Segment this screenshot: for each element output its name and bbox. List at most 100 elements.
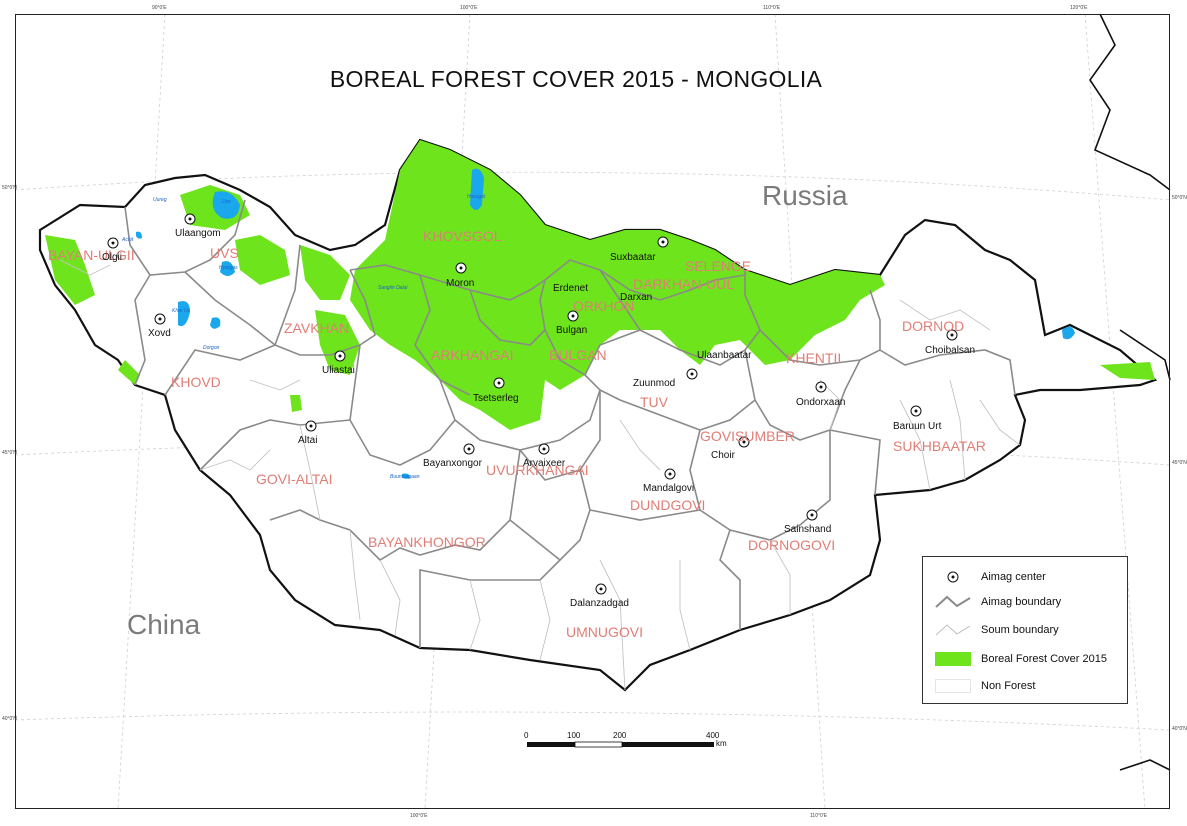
center-suxbaatar — [657, 236, 669, 248]
aimag-label-arkhangai: ARKHANGAI — [431, 347, 514, 363]
legend-label-forest: Boreal Forest Cover 2015 — [981, 653, 1107, 665]
aimag-label-bayan-ulgii: BAYAN-ULGII — [48, 247, 135, 263]
center-xovd — [154, 313, 166, 325]
legend: Aimag center Aimag boundary Soum boundar… — [922, 556, 1128, 704]
lake-label-achit: Achit — [122, 237, 134, 243]
legend-label-aimag-boundary: Aimag boundary — [981, 596, 1062, 608]
aimag-boundary-icon — [935, 594, 971, 610]
country-label-china: China — [127, 609, 201, 640]
scale-tick-100: 100 — [567, 731, 581, 740]
center-mandalgovi — [664, 468, 676, 480]
center-baruun-urt — [910, 405, 922, 417]
city-label-dalanzadgad: Dalanzadgad — [570, 598, 629, 609]
city-label-bayanxongor: Bayanxongor — [423, 458, 482, 469]
center-choibalsan — [946, 329, 958, 341]
scale-bar — [527, 741, 714, 748]
lakes — [136, 168, 1075, 479]
neighbour-borders — [1089, 13, 1171, 771]
city-label-xovd: Xovd — [148, 328, 171, 339]
city-label-arvaixeer: Arvaixeer — [523, 458, 566, 469]
center-ondorxaan — [815, 381, 827, 393]
aimag-label-uvs: UVS — [210, 245, 239, 261]
city-label-mandalgovi: Mandalgovi — [643, 483, 695, 494]
city-label-sainshand: Sainshand — [784, 524, 832, 535]
city-label-choibalsan: Choibalsan — [925, 345, 976, 356]
aimag-label-dornod: DORNOD — [902, 318, 965, 334]
city-label-ondorxaan: Ondorxaan — [796, 397, 846, 408]
aimag-label-sukhbaatar: SUKHBAATAR — [893, 438, 986, 454]
scale-unit: km — [716, 739, 727, 748]
aimag-center-icon — [935, 569, 971, 585]
city-label-tsetserleg: Tsetserleg — [473, 393, 519, 404]
center-tsetserleg — [493, 377, 505, 389]
graticule-bottom-100e: 100°0'E — [410, 813, 428, 819]
legend-label-aimag-center: Aimag center — [981, 571, 1046, 583]
graticule-right-50n: 50°0'N — [1172, 195, 1187, 201]
scale-tick-400: 400 — [706, 731, 720, 740]
aimag-label-dundgovi: DUNDGOVI — [630, 497, 706, 513]
graticule-left-50n: 50°0'N — [2, 185, 17, 191]
center-altai — [305, 420, 317, 432]
center-bayanxongor — [463, 443, 475, 455]
center-moron — [455, 262, 467, 274]
legend-row-non-forest: Non Forest — [935, 676, 1035, 696]
aimag-label-govisumber: GOVISUMBER — [700, 428, 795, 444]
lake-label-uvs: Uvs — [222, 199, 231, 205]
legend-row-aimag-center: Aimag center — [935, 567, 1046, 587]
lake-label-uureg: Uureg — [153, 197, 167, 203]
center-sainshand — [806, 509, 818, 521]
city-label-zuunmod: Zuunmod — [633, 378, 676, 389]
aimag-label-govi-altai: GOVI-ALTAI — [256, 471, 333, 487]
aimag-label-bayankhongor: BAYANKHONGOR — [368, 534, 486, 550]
lake-label-khuvsgul: Hovsgol — [467, 194, 486, 200]
soum-boundaries — [59, 259, 1021, 691]
city-label-darxan: Darxan — [620, 292, 653, 303]
graticule-left-40n: 40°0'N — [2, 716, 17, 722]
center-ulaangom — [184, 213, 196, 225]
aimag-label-khentii: KHENTII — [786, 350, 842, 366]
lake-label-hyargas: Hyargas — [219, 265, 238, 271]
graticule-top-120e: 120°0'E — [1070, 5, 1088, 11]
city-label-baruun-urt: Baruun Urt — [893, 421, 942, 432]
forest-cover — [45, 140, 1155, 430]
aimag-label-khovsgol: KHOVSGOL — [423, 228, 502, 244]
aimag-label-dornogovi: DORNOGOVI — [748, 537, 836, 553]
scale-tick-0: 0 — [524, 731, 529, 740]
country-label-russia: Russia — [762, 180, 848, 211]
legend-row-forest: Boreal Forest Cover 2015 — [935, 649, 1107, 669]
graticule-top-90e: 90°0'E — [152, 5, 167, 11]
center-dalanzadgad — [595, 583, 607, 595]
center-arvaixeer — [538, 443, 550, 455]
city-label-moron: Moron — [446, 278, 475, 289]
aimag-label-selenge: SELENGE — [685, 258, 752, 274]
scale-tick-200: 200 — [613, 731, 627, 740]
center-ulaanbaatar — [686, 368, 698, 380]
aimag-label-khovd: KHOVD — [171, 374, 221, 390]
graticule-top-100e: 100°0'E — [460, 5, 478, 11]
graticule-bottom-110e: 110°0'E — [810, 813, 828, 819]
graticule-left-45n: 45°0'N — [2, 450, 17, 456]
legend-row-aimag-boundary: Aimag boundary — [935, 592, 1061, 612]
lake-label-sangiin-dalai: Sangiin Dalai — [378, 285, 408, 291]
aimag-label-darkhan-uul: DARKHAN-UUL — [633, 276, 735, 292]
graticule-right-40n: 40°0'N — [1172, 726, 1187, 732]
city-label-ulaanbaatar: Ulaanbaatar — [697, 350, 752, 361]
aimag-label-zavkhan: ZAVKHAN — [284, 320, 350, 336]
city-label-bulgan: Bulgan — [556, 325, 588, 336]
soum-boundary-icon — [935, 622, 971, 638]
center-uliastai — [334, 350, 346, 362]
graticule-top-110e: 110°0'E — [763, 5, 781, 11]
lake-label-dorgon: Dorgon — [203, 345, 220, 351]
city-label-choir: Choir — [711, 450, 735, 461]
aimag-label-umnugovi: UMNUGOVI — [566, 624, 643, 640]
center-olgii — [107, 237, 119, 249]
city-label-ulaangom: Ulaangom — [175, 228, 221, 239]
aimag-label-bulgan: BULGAN — [549, 347, 607, 363]
legend-label-non-forest: Non Forest — [981, 680, 1036, 692]
forest-swatch-icon — [935, 651, 971, 667]
city-label-olgii: Olgii — [102, 252, 123, 263]
city-label-erdenet: Erdenet — [553, 283, 589, 294]
aimag-centers — [107, 213, 958, 595]
aimag-label-orkhon: ORKHON — [573, 298, 635, 314]
